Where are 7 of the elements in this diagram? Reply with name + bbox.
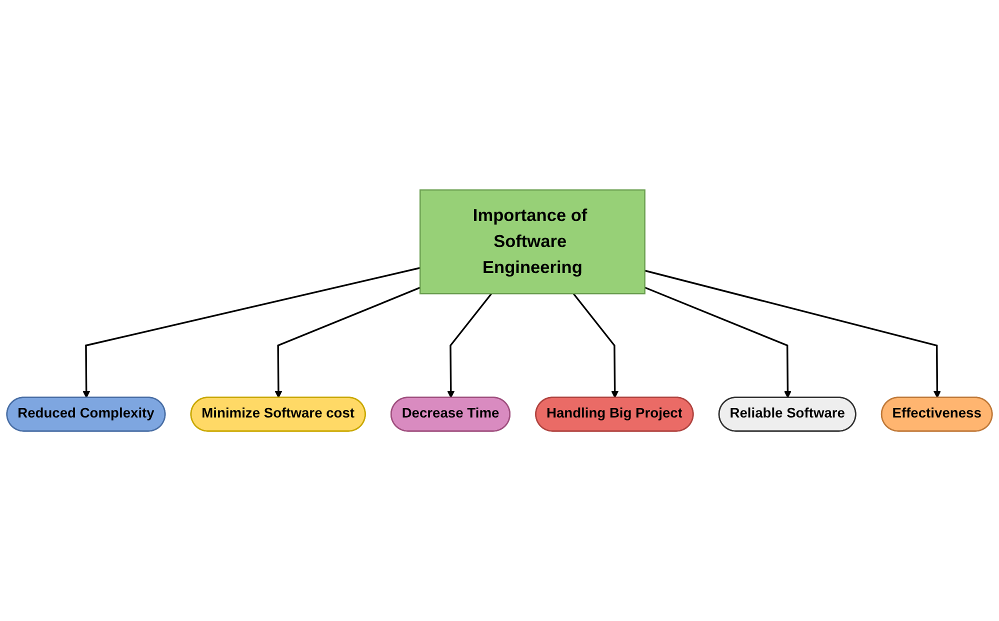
- arrow: [572, 293, 619, 398]
- arrow: [274, 286, 420, 398]
- arrow: [644, 286, 792, 398]
- arrow: [82, 267, 420, 398]
- arrow: [447, 293, 492, 398]
- node-box: Importance of Software Engineering: [419, 189, 646, 294]
- arrow: [644, 270, 941, 398]
